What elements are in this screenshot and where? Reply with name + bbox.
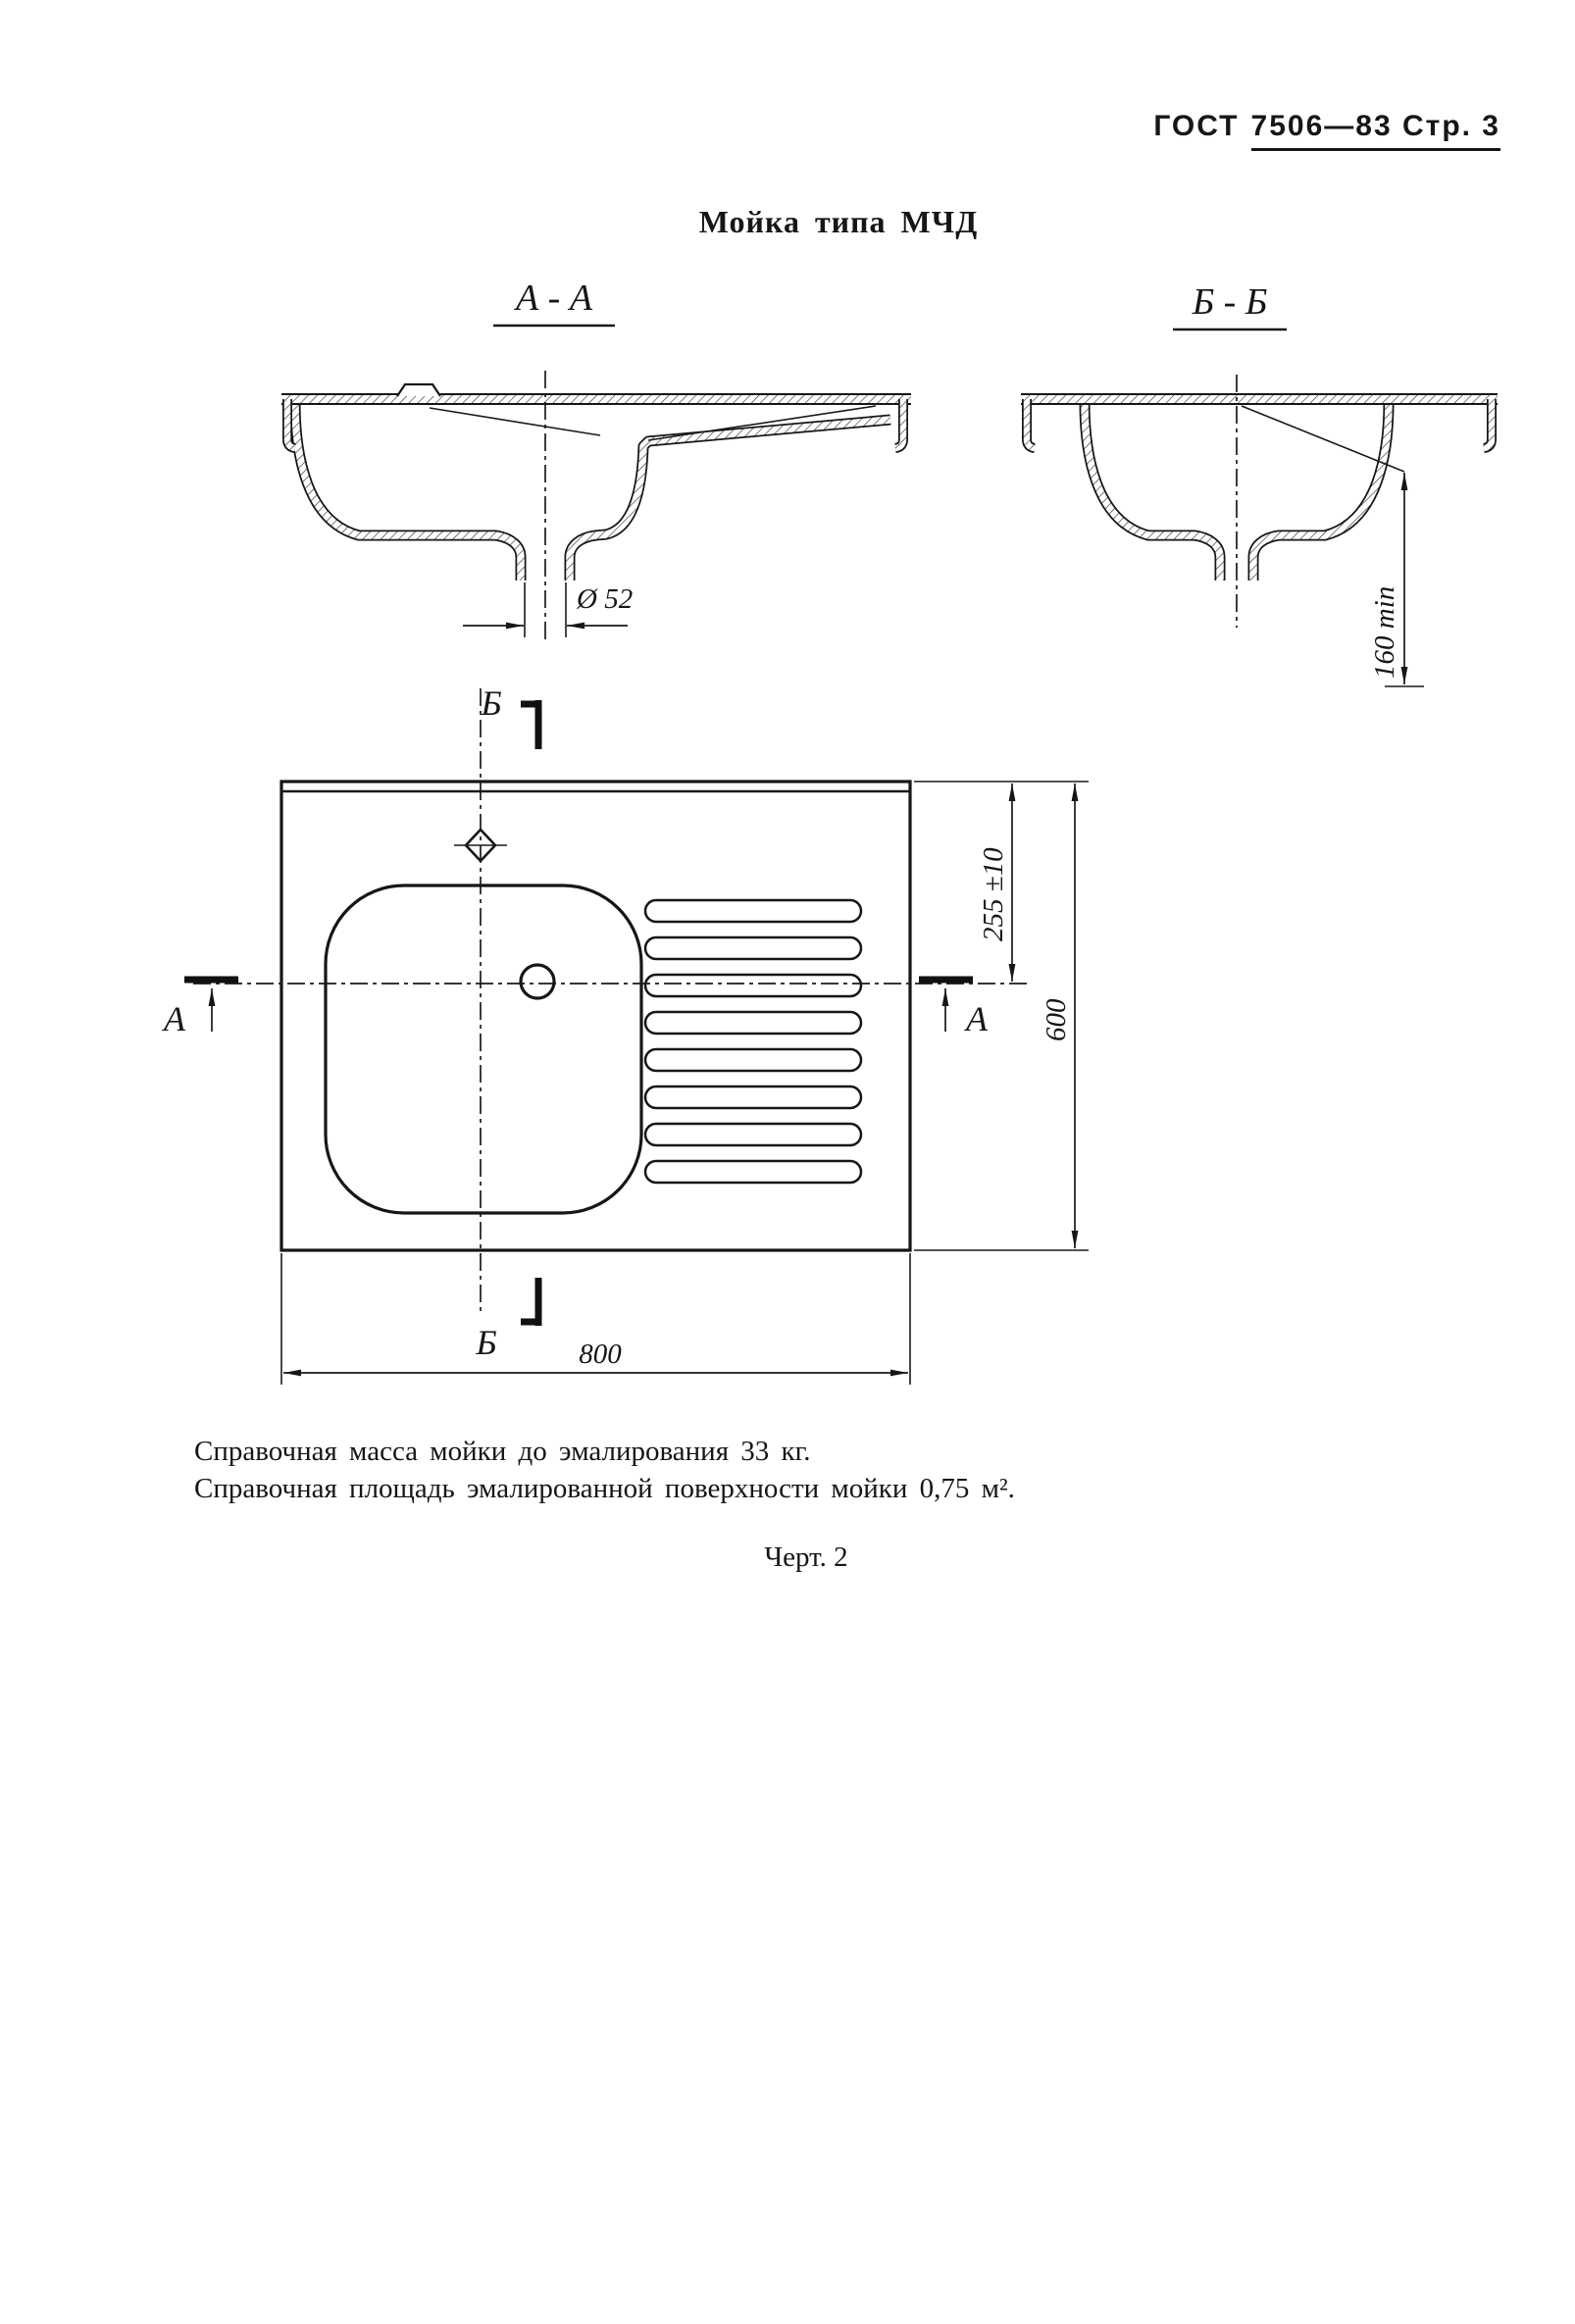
- figure-title: Мойка типа МЧД: [698, 204, 979, 239]
- bb-depth-dimension: 160 min: [1241, 405, 1424, 687]
- rib-slot: [643, 1159, 863, 1185]
- plan-view: Б Б А А 255 ±10: [162, 683, 1089, 1385]
- cut-letter-a-right: А: [964, 999, 989, 1038]
- rib-slot: [643, 935, 863, 961]
- page-header: ГОСТ 7506—83 Стр. 3: [1153, 110, 1500, 151]
- cut-mark-a-left: А: [162, 976, 238, 1038]
- depth-min-label: 160 min: [1369, 586, 1400, 679]
- figure-caption: Черт. 2: [764, 1541, 848, 1573]
- standard-number: 7506—83 Стр. 3: [1250, 110, 1500, 151]
- aa-tap-boss: [396, 382, 441, 397]
- aa-inner-edge-line: [429, 407, 601, 436]
- drain-diameter-label: Ø 52: [576, 583, 633, 615]
- section-bb-label: Б - Б: [1192, 281, 1267, 323]
- section-aa-drawing: Ø 52 А - А: [281, 278, 911, 643]
- width-dimension-label: 800: [579, 1339, 622, 1370]
- rib-slot: [643, 898, 863, 924]
- cut-mark-a-right: А: [919, 976, 989, 1038]
- note-mass: Справочная масса мойки до эмалирования 3…: [194, 1436, 811, 1467]
- cut-letter-a-left: А: [162, 999, 186, 1038]
- section-aa-label: А - А: [513, 278, 593, 319]
- plan-dimensions: 255 ±10 600 800: [280, 781, 1089, 1385]
- note-area: Справочная площадь эмалированной поверхн…: [194, 1472, 1015, 1504]
- standard-name: ГОСТ: [1153, 110, 1240, 142]
- cut-mark-b-bottom: Б: [475, 1278, 542, 1362]
- section-bb-drawing: 160 min Б - Б: [1021, 281, 1498, 687]
- rib-slot: [643, 1010, 863, 1036]
- rib-slot: [643, 1047, 863, 1073]
- drainboard-ribs: [643, 898, 863, 1185]
- offset-dimension-label: 255 ±10: [978, 847, 1009, 941]
- rib-slot: [643, 1122, 863, 1147]
- aa-drainboard-diagonal: [647, 405, 877, 441]
- cut-letter-b-top: Б: [480, 683, 501, 723]
- cut-letter-b-bottom: Б: [475, 1323, 496, 1362]
- notes-block: Справочная масса мойки до эмалирования 3…: [194, 1434, 1015, 1507]
- height-dimension-label: 600: [1041, 998, 1072, 1041]
- cut-mark-b-top: Б: [480, 683, 542, 749]
- rib-slot: [643, 1085, 863, 1110]
- drain-hole: [519, 963, 556, 1000]
- rib-slot: [643, 973, 863, 998]
- aa-drain-dimension: Ø 52: [463, 582, 633, 637]
- basin-outline: [324, 884, 643, 1215]
